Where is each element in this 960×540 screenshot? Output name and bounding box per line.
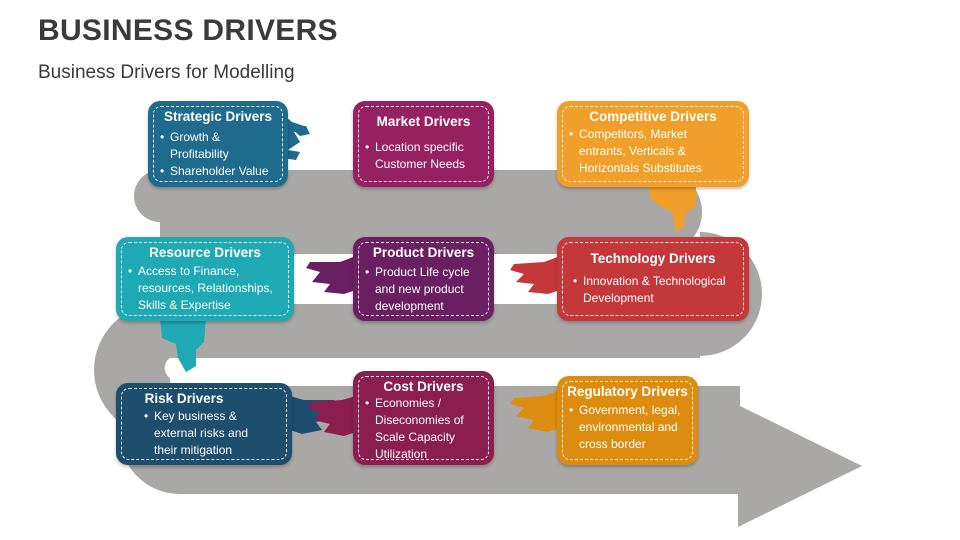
bullet-item: Key business & external risks and their … — [144, 408, 264, 459]
hand-point-left-icon — [306, 256, 356, 294]
regulatory-drivers-box: Regulatory Drivers Government, legal, en… — [557, 376, 698, 465]
product-drivers-box: Product Drivers Product Life cycle and n… — [353, 237, 494, 321]
hand-point-down-icon — [648, 182, 696, 232]
competitive-drivers-bullets: Competitors, Market entrants, Verticals … — [569, 126, 743, 177]
bullet-item: Innovation & Technological Development — [573, 273, 743, 307]
bullet-item: Location specific Customer Needs — [365, 139, 488, 173]
risk-drivers-box: Risk Drivers Key business & external ris… — [116, 383, 292, 465]
regulatory-drivers-title: Regulatory Drivers — [567, 384, 688, 399]
resource-drivers-box: Resource Drivers Access to Finance, reso… — [116, 237, 294, 321]
strategic-drivers-box: Strategic Drivers Growth & Profitability… — [148, 101, 288, 187]
hand-point-left-icon — [308, 396, 356, 436]
market-drivers-bullets: Location specific Customer Needs — [365, 139, 488, 173]
page-subtitle: Business Drivers for Modelling — [38, 62, 295, 83]
cost-drivers-bullets: Economies / Diseconomies of Scale Capaci… — [365, 395, 488, 463]
bullet-item: Competitors, Market entrants, Verticals … — [569, 126, 729, 177]
hand-point-up-icon — [160, 318, 206, 372]
box-dashed-border — [358, 106, 489, 182]
box-dashed-border — [562, 106, 744, 182]
resource-drivers-title: Resource Drivers — [149, 245, 261, 260]
technology-drivers-box: Technology Drivers Innovation & Technolo… — [557, 237, 749, 321]
strategic-drivers-bullets: Growth & Profitability Shareholder Value — [160, 129, 282, 180]
bullet-item: Economies / Diseconomies of Scale Capaci… — [365, 395, 473, 463]
bullet-item: Government, legal, environmental and cro… — [569, 402, 695, 453]
box-dashed-border — [121, 388, 287, 460]
box-dashed-border — [121, 242, 289, 316]
technology-drivers-bullets: Innovation & Technological Development — [573, 273, 743, 307]
hand-point-left-icon — [510, 390, 560, 432]
market-drivers-title: Market Drivers — [376, 114, 471, 129]
bullet-item: Growth & Profitability — [160, 129, 260, 163]
box-dashed-border — [562, 242, 744, 316]
regulatory-drivers-bullets: Government, legal, environmental and cro… — [569, 402, 692, 453]
resource-drivers-bullets: Access to Finance, resources, Relationsh… — [128, 263, 288, 314]
page-title: BUSINESS DRIVERS — [38, 14, 338, 47]
risk-drivers-title: Risk Drivers — [144, 391, 224, 406]
market-drivers-box: Market Drivers Location specific Custome… — [353, 101, 494, 187]
risk-drivers-bullets: Key business & external risks and their … — [144, 408, 286, 459]
product-drivers-bullets: Product Life cycle and new product devel… — [365, 264, 488, 315]
strategic-drivers-title: Strategic Drivers — [163, 109, 273, 124]
cost-drivers-box: Cost Drivers Economies / Diseconomies of… — [353, 371, 494, 465]
product-drivers-title: Product Drivers — [372, 245, 475, 260]
technology-drivers-title: Technology Drivers — [590, 251, 716, 266]
box-dashed-border — [153, 106, 283, 182]
competitive-drivers-title: Competitive Drivers — [589, 109, 717, 124]
bullet-item-continued: Shareholder Value — [160, 163, 282, 180]
bullet-item: Product Life cycle and new product devel… — [365, 264, 488, 315]
hand-point-left-icon — [510, 256, 560, 294]
competitive-drivers-box: Competitive Drivers Competitors, Market … — [557, 101, 749, 187]
path-segment-top — [160, 170, 702, 254]
bullet-item: Access to Finance, resources, Relationsh… — [128, 263, 288, 314]
cost-drivers-title: Cost Drivers — [383, 379, 464, 394]
box-dashed-border — [358, 242, 489, 316]
